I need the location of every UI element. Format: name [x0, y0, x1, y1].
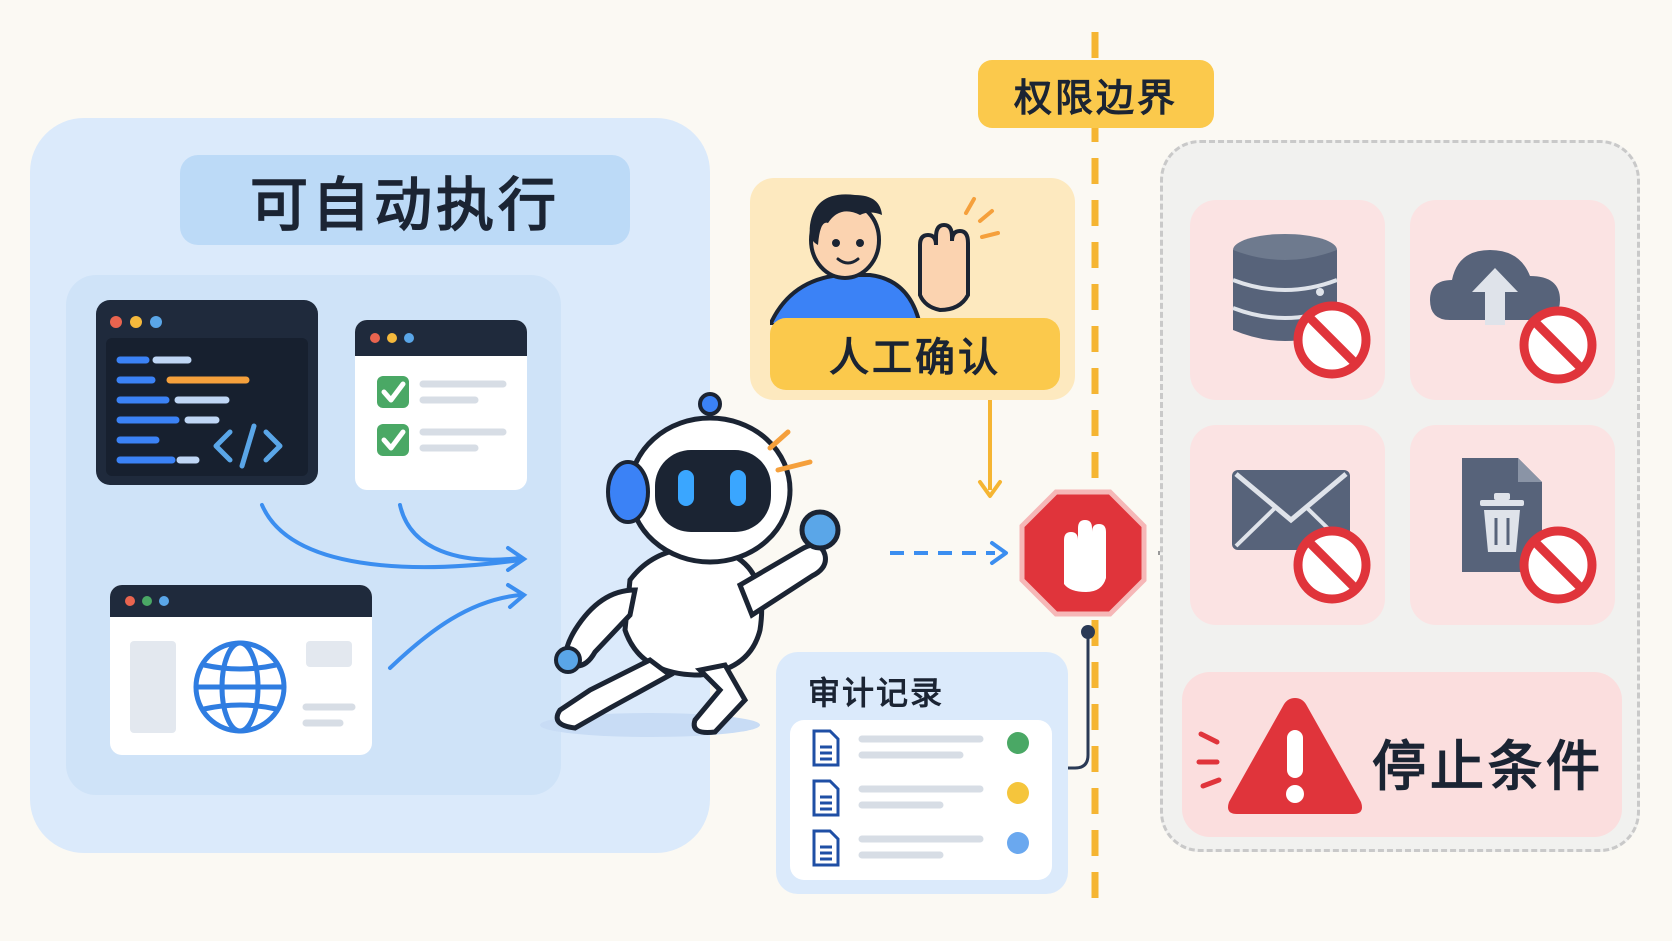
person-raising-hand-icon — [770, 194, 1000, 325]
cloud-upload-icon — [1430, 250, 1560, 325]
robot-agent — [540, 392, 841, 737]
document-icon — [812, 779, 840, 817]
boundary-label: 权限边界 — [978, 60, 1214, 128]
globe-icon — [193, 640, 287, 734]
blocked-icon — [1524, 531, 1592, 599]
code-editor-window — [96, 300, 318, 485]
document-icon — [812, 829, 840, 867]
blocked-icon — [1298, 531, 1366, 599]
stop-hand-icon — [1019, 489, 1147, 617]
file-delete-icon — [1462, 458, 1542, 572]
stop-conditions-label: 停止条件 — [1372, 735, 1604, 798]
browser-window — [110, 585, 372, 755]
code-brackets-icon — [213, 423, 283, 469]
checklist-window — [355, 320, 527, 490]
audit-log-title: 审计记录 — [808, 674, 945, 712]
audit-entries — [812, 729, 1029, 867]
warning-icon — [1196, 698, 1362, 814]
blocked-icon — [1524, 311, 1592, 379]
auto-execute-title: 可自动执行 — [180, 155, 630, 245]
human-confirm-label: 人工确认 — [770, 318, 1060, 390]
document-icon — [812, 729, 840, 767]
blocked-icon — [1298, 306, 1366, 374]
